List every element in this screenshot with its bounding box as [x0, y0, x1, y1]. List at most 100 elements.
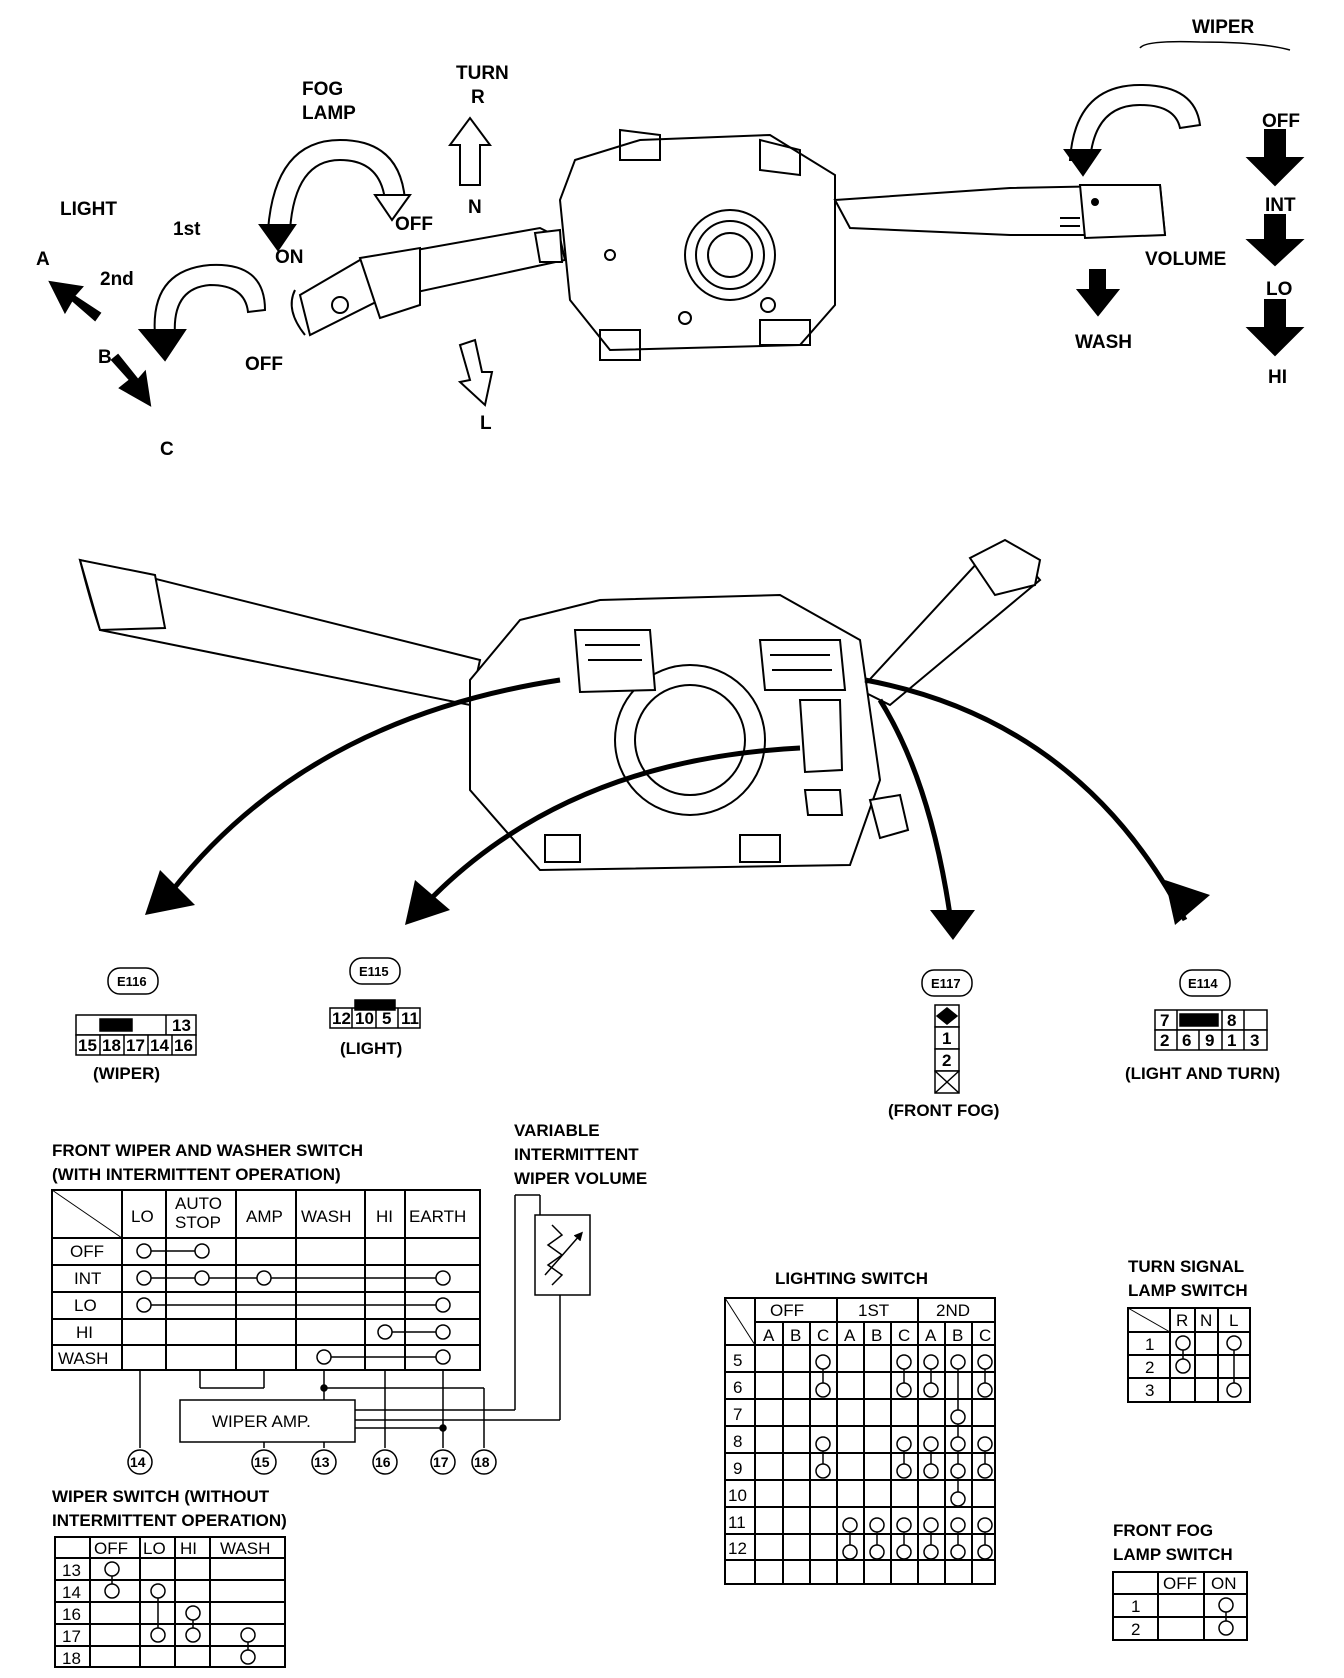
ff-col: ON: [1211, 1574, 1237, 1593]
lighting-sub: C: [979, 1326, 992, 1345]
wiper-amp-label: WIPER AMP.: [212, 1412, 311, 1431]
lighting-sub: A: [844, 1326, 856, 1345]
lighting-table: [724, 1297, 996, 1585]
variable-volume-title-3: WIPER VOLUME: [514, 1169, 648, 1188]
terminal-number: 15: [254, 1454, 270, 1470]
e116-pin: 16: [174, 1036, 193, 1055]
e114-caption: (LIGHT AND TURN): [1125, 1064, 1281, 1083]
lighting-sub: C: [898, 1326, 911, 1345]
e114-pin: 7: [1160, 1011, 1170, 1030]
top-switch-assembly: [290, 128, 1167, 361]
lighting-sub: A: [925, 1326, 937, 1345]
lighting-row: 6: [733, 1378, 743, 1397]
turn-label: TURN: [456, 63, 509, 84]
e117-pin: 2: [942, 1051, 952, 1070]
ws-row: 18: [62, 1649, 81, 1668]
terminal-number: 18: [474, 1454, 490, 1470]
e117-id: E117: [931, 976, 961, 991]
light-1st-label: 1st: [173, 219, 201, 240]
fw-col-auto-2: STOP: [175, 1213, 221, 1232]
front-fog-contacts: [1218, 1597, 1234, 1636]
e115-id: E115: [359, 964, 389, 979]
e115-pin: 11: [401, 1009, 419, 1028]
ts-row: 1: [1145, 1335, 1155, 1354]
turn-signal-contacts: [1175, 1335, 1242, 1398]
curved-arrows-top: [137, 83, 1202, 362]
turn-signal-table: [1127, 1307, 1251, 1403]
wiper-hi-label: HI: [1268, 367, 1287, 388]
ws-row: 14: [62, 1583, 81, 1602]
variable-volume-title-2: INTERMITTENT: [514, 1145, 639, 1164]
lighting-row: 5: [733, 1351, 743, 1370]
ts-row: 3: [1145, 1381, 1155, 1400]
front-wiper-table: [51, 1189, 481, 1371]
ff-row: 1: [1131, 1597, 1141, 1616]
fw-row-label: HI: [76, 1323, 93, 1342]
lighting-title: LIGHTING SWITCH: [775, 1269, 928, 1288]
lighting-sub: B: [790, 1326, 802, 1345]
turn-r-label: R: [471, 87, 485, 108]
lighting-row: 9: [733, 1459, 743, 1478]
e114-pin: 1: [1227, 1031, 1237, 1050]
fog-off-label: OFF: [395, 214, 433, 235]
e114-pin: 2: [1160, 1031, 1170, 1050]
ws-row: 17: [62, 1627, 81, 1646]
ws-col: HI: [180, 1539, 197, 1558]
front-wiper-title-2: (WITH INTERMITTENT OPERATION): [52, 1165, 341, 1184]
fw-col-earth: EARTH: [409, 1207, 467, 1226]
connector-faces: [75, 957, 1268, 1094]
wiper-switch-contacts: [104, 1561, 256, 1665]
e114-pin: 9: [1205, 1031, 1215, 1050]
turn-n-label: N: [468, 197, 482, 218]
fog-lamp-label-1: FOG: [302, 79, 344, 100]
front-wiper-wiring: [127, 1194, 591, 1475]
lighting-sub: C: [817, 1326, 830, 1345]
fw-col-wash: WASH: [301, 1207, 352, 1226]
e116-pin: 18: [102, 1036, 121, 1055]
light-label: LIGHT: [60, 199, 117, 220]
wiper-lo-label: LO: [1266, 279, 1293, 300]
wiper-switch-table: [54, 1536, 286, 1668]
e115-caption: (LIGHT): [340, 1039, 403, 1058]
fw-col-hi: HI: [376, 1207, 393, 1226]
ws-col: LO: [143, 1539, 166, 1558]
terminal-number: 16: [375, 1454, 391, 1470]
rear-switch-assembly: [78, 538, 1042, 872]
variable-volume-title-1: VARIABLE: [514, 1121, 600, 1140]
lighting-group: 1ST: [858, 1301, 890, 1320]
turn-signal-title-2: LAMP SWITCH: [1128, 1281, 1248, 1300]
ff-row: 2: [1131, 1620, 1141, 1639]
light-2nd-label: 2nd: [100, 269, 134, 290]
ws-row: 16: [62, 1605, 81, 1624]
ws-col: WASH: [220, 1539, 271, 1558]
e116-pin: 15: [78, 1036, 97, 1055]
light-off-label: OFF: [245, 354, 283, 375]
lighting-row: 12: [728, 1539, 747, 1558]
fw-row-label: LO: [74, 1296, 97, 1315]
connector-arrows: [163, 677, 1188, 922]
light-c-label: C: [160, 439, 174, 460]
e117-caption: (FRONT FOG): [888, 1101, 1000, 1120]
fw-row-label: WASH: [58, 1349, 109, 1368]
e116-pin: 13: [172, 1016, 191, 1035]
front-wiper-title-1: FRONT WIPER AND WASHER SWITCH: [52, 1141, 364, 1160]
e114-pin: 6: [1182, 1031, 1192, 1050]
e114-pin: 3: [1250, 1031, 1260, 1050]
e116-id: E116: [117, 974, 147, 989]
wiper-off-label: OFF: [1262, 111, 1300, 132]
front-fog-table: [1112, 1571, 1248, 1641]
lighting-row: 11: [728, 1513, 746, 1532]
ws-col: OFF: [94, 1539, 128, 1558]
e114-pin: 8: [1227, 1011, 1237, 1030]
fw-row-label: INT: [74, 1269, 102, 1288]
e115-pin: 12: [332, 1009, 351, 1028]
e116-pin: 17: [126, 1036, 145, 1055]
fog-on-label: ON: [275, 247, 304, 268]
wiper-switch-title-2: INTERMITTENT OPERATION): [52, 1511, 287, 1530]
front-fog-title-1: FRONT FOG: [1113, 1521, 1214, 1540]
front-wiper-contacts: [136, 1243, 451, 1365]
e115-pin: 5: [382, 1009, 392, 1028]
fw-row-label: OFF: [70, 1242, 104, 1261]
lighting-row: 8: [733, 1432, 743, 1451]
